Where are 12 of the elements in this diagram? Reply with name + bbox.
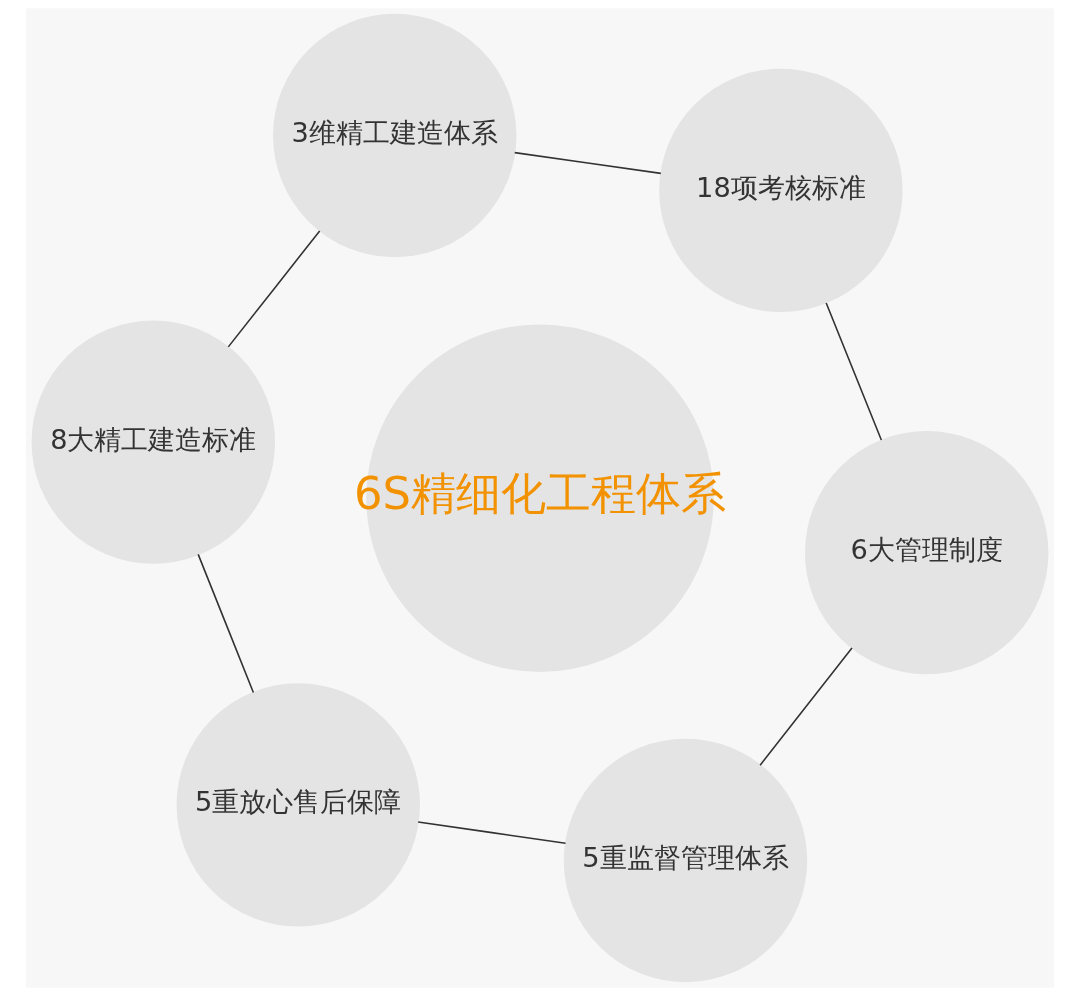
connector bbox=[513, 151, 662, 175]
connector bbox=[227, 230, 321, 348]
connector bbox=[759, 647, 853, 766]
node-circle: 8大精工建造标准 bbox=[31, 320, 276, 564]
connector bbox=[197, 553, 255, 694]
node-circle: 3维精工建造体系 bbox=[273, 13, 517, 258]
node-circle: 5重监督管理体系 bbox=[563, 738, 808, 983]
connector bbox=[417, 821, 567, 844]
node-circle: 6大管理制度 bbox=[805, 430, 1049, 675]
node-circle: 5重放心售后保障 bbox=[176, 683, 420, 927]
node-circle: 18项考核标准 bbox=[659, 68, 903, 313]
connector bbox=[825, 302, 883, 441]
